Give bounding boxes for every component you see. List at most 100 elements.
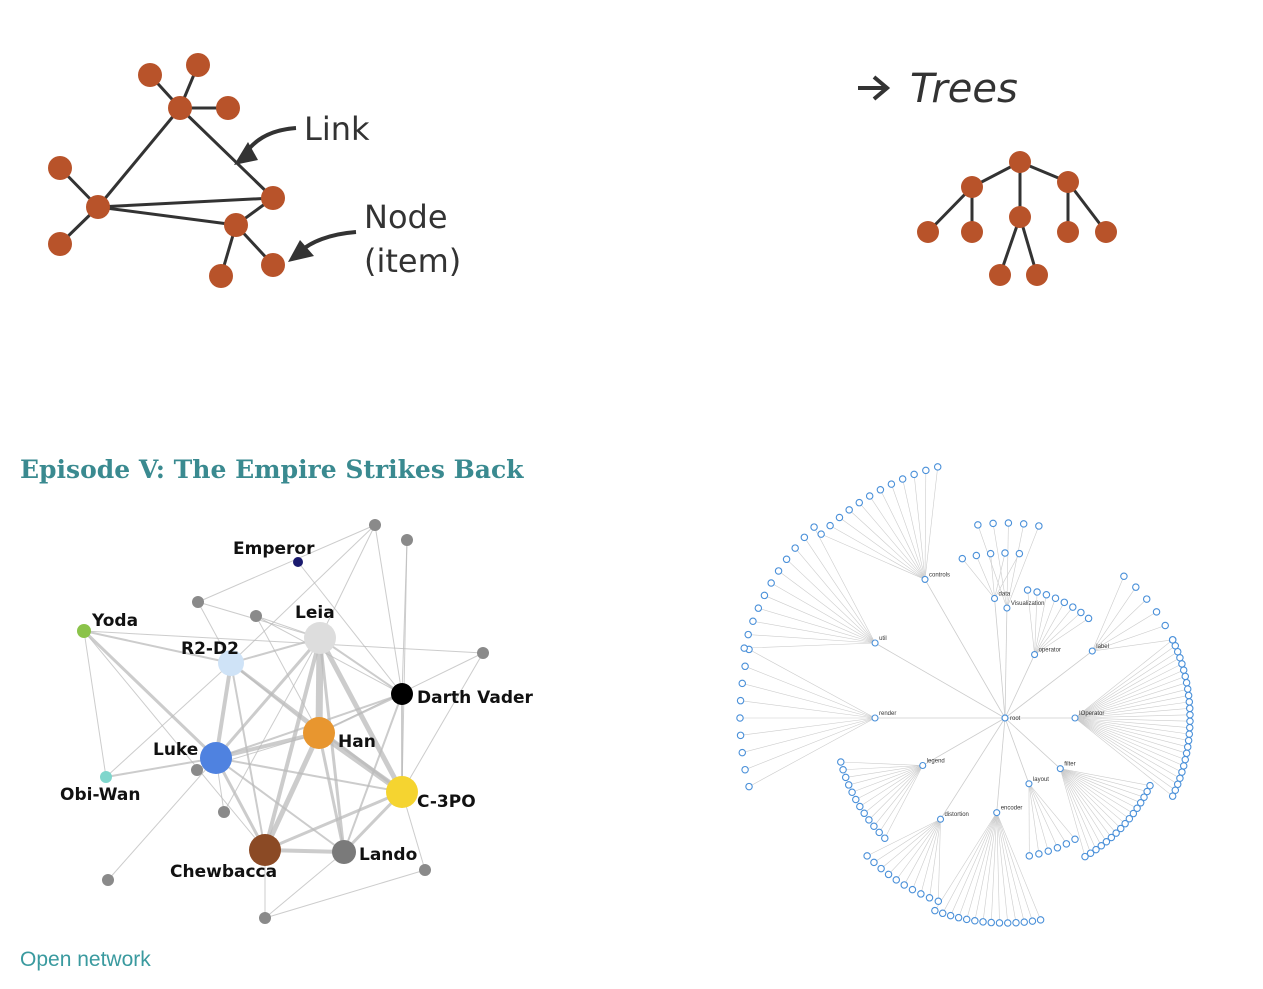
radial-leaf-node[interactable]: [1146, 781, 1154, 790]
node-leia[interactable]: [304, 622, 336, 654]
minor-node[interactable]: [477, 647, 489, 659]
radial-leaf-node[interactable]: [934, 897, 943, 905]
radial-leaf-node[interactable]: [1133, 804, 1141, 812]
radial-leaf-node[interactable]: [1071, 835, 1079, 843]
radial-leaf-node[interactable]: [972, 551, 981, 560]
radial-leaf-node[interactable]: [971, 917, 979, 925]
radial-leaf-node[interactable]: [1035, 850, 1043, 858]
radial-leaf-node[interactable]: [1143, 787, 1151, 796]
radial-leaf-node[interactable]: [1185, 730, 1194, 738]
radial-leaf-node[interactable]: [1042, 591, 1051, 599]
radial-leaf-node[interactable]: [736, 731, 745, 740]
node-c3po[interactable]: [386, 776, 418, 808]
node-emperor[interactable]: [293, 557, 303, 567]
radial-leaf-node[interactable]: [1092, 845, 1100, 854]
radial-leaf-node[interactable]: [881, 834, 889, 842]
radial-leaf-node[interactable]: [887, 480, 896, 488]
radial-leaf-node[interactable]: [741, 765, 749, 774]
minor-node[interactable]: [102, 874, 114, 886]
radial-leaf-node[interactable]: [1186, 717, 1194, 725]
radial-leaf-node[interactable]: [791, 544, 799, 552]
radial-leaf-node[interactable]: [754, 604, 763, 612]
radial-leaf-node[interactable]: [910, 470, 918, 479]
radial-leaf-node[interactable]: [870, 858, 878, 867]
open-network-link[interactable]: Open network: [20, 948, 151, 971]
radial-leaf-node[interactable]: [844, 781, 853, 789]
radial-leaf-node[interactable]: [736, 696, 745, 705]
radial-leaf-node[interactable]: [962, 915, 971, 924]
radial-leaf-node[interactable]: [865, 492, 874, 500]
radial-leaf-node[interactable]: [865, 816, 873, 824]
radial-leaf-node[interactable]: [1012, 918, 1020, 927]
radial-leaf-node[interactable]: [1036, 916, 1045, 924]
radial-inner-node[interactable]: [1025, 780, 1033, 788]
radial-root-node[interactable]: [1001, 714, 1009, 722]
node-yoda[interactable]: [77, 624, 91, 638]
radial-inner-node[interactable]: [871, 714, 879, 722]
radial-inner-node[interactable]: [919, 761, 927, 770]
minor-node[interactable]: [192, 596, 204, 608]
radial-leaf-node[interactable]: [841, 773, 850, 782]
radial-leaf-node[interactable]: [1171, 641, 1180, 650]
radial-leaf-node[interactable]: [1171, 786, 1180, 795]
radial-leaf-node[interactable]: [774, 567, 783, 575]
radial-leaf-node[interactable]: [1023, 586, 1032, 594]
radial-leaf-node[interactable]: [1185, 698, 1194, 706]
radial-leaf-node[interactable]: [1185, 704, 1194, 713]
radial-leaf-node[interactable]: [1183, 685, 1192, 693]
radial-leaf-node[interactable]: [1062, 840, 1071, 848]
radial-leaf-node[interactable]: [1140, 793, 1148, 801]
radial-inner-node[interactable]: [1031, 651, 1039, 659]
radial-leaf-node[interactable]: [1019, 520, 1028, 528]
radial-leaf-node[interactable]: [1028, 917, 1037, 925]
radial-leaf-node[interactable]: [917, 890, 925, 898]
radial-leaf-node[interactable]: [974, 521, 982, 529]
radial-leaf-node[interactable]: [1077, 608, 1085, 617]
radial-leaf-node[interactable]: [1168, 636, 1177, 644]
radial-leaf-node[interactable]: [826, 521, 834, 530]
radial-leaf-node[interactable]: [1121, 819, 1129, 828]
radial-leaf-node[interactable]: [810, 523, 818, 531]
radial-leaf-node[interactable]: [908, 885, 917, 894]
radial-leaf-node[interactable]: [877, 864, 885, 873]
minor-node[interactable]: [259, 912, 271, 924]
radial-leaf-node[interactable]: [1053, 844, 1062, 852]
radial-leaf-node[interactable]: [1035, 522, 1043, 530]
radial-leaf-node[interactable]: [845, 506, 853, 514]
radial-leaf-node[interactable]: [1112, 829, 1120, 837]
minor-node[interactable]: [369, 519, 381, 531]
radial-leaf-node[interactable]: [835, 513, 844, 522]
radial-leaf-node[interactable]: [1176, 774, 1184, 782]
radial-leaf-node[interactable]: [738, 679, 747, 688]
radial-inner-node[interactable]: [1088, 647, 1096, 655]
radial-leaf-node[interactable]: [892, 876, 901, 884]
radial-leaf-node[interactable]: [744, 630, 752, 639]
radial-leaf-node[interactable]: [1015, 549, 1024, 558]
radial-leaf-node[interactable]: [860, 809, 868, 818]
radial-leaf-node[interactable]: [946, 911, 955, 920]
radial-leaf-node[interactable]: [1179, 762, 1188, 770]
radial-leaf-node[interactable]: [1178, 660, 1186, 668]
radial-leaf-node[interactable]: [870, 822, 878, 830]
radial-leaf-node[interactable]: [1132, 583, 1140, 591]
radial-leaf-node[interactable]: [1125, 814, 1134, 823]
radial-leaf-node[interactable]: [767, 579, 775, 587]
radial-leaf-node[interactable]: [989, 519, 997, 528]
radial-leaf-node[interactable]: [1178, 768, 1186, 776]
radial-leaf-node[interactable]: [1081, 852, 1089, 861]
node-chewbacca[interactable]: [249, 834, 281, 866]
radial-leaf-node[interactable]: [782, 555, 791, 564]
radial-leaf-node[interactable]: [995, 919, 1004, 927]
radial-leaf-node[interactable]: [900, 881, 908, 889]
radial-leaf-node[interactable]: [1173, 780, 1182, 789]
radial-leaf-node[interactable]: [738, 748, 747, 757]
radial-leaf-node[interactable]: [1182, 749, 1191, 758]
radial-leaf-node[interactable]: [884, 870, 893, 879]
radial-leaf-node[interactable]: [1001, 549, 1009, 557]
radial-leaf-node[interactable]: [931, 906, 939, 915]
radial-leaf-node[interactable]: [1183, 743, 1192, 751]
radial-leaf-node[interactable]: [1102, 838, 1111, 846]
radial-leaf-node[interactable]: [1097, 842, 1106, 850]
radial-leaf-node[interactable]: [1044, 847, 1053, 855]
radial-leaf-node[interactable]: [1120, 572, 1128, 581]
